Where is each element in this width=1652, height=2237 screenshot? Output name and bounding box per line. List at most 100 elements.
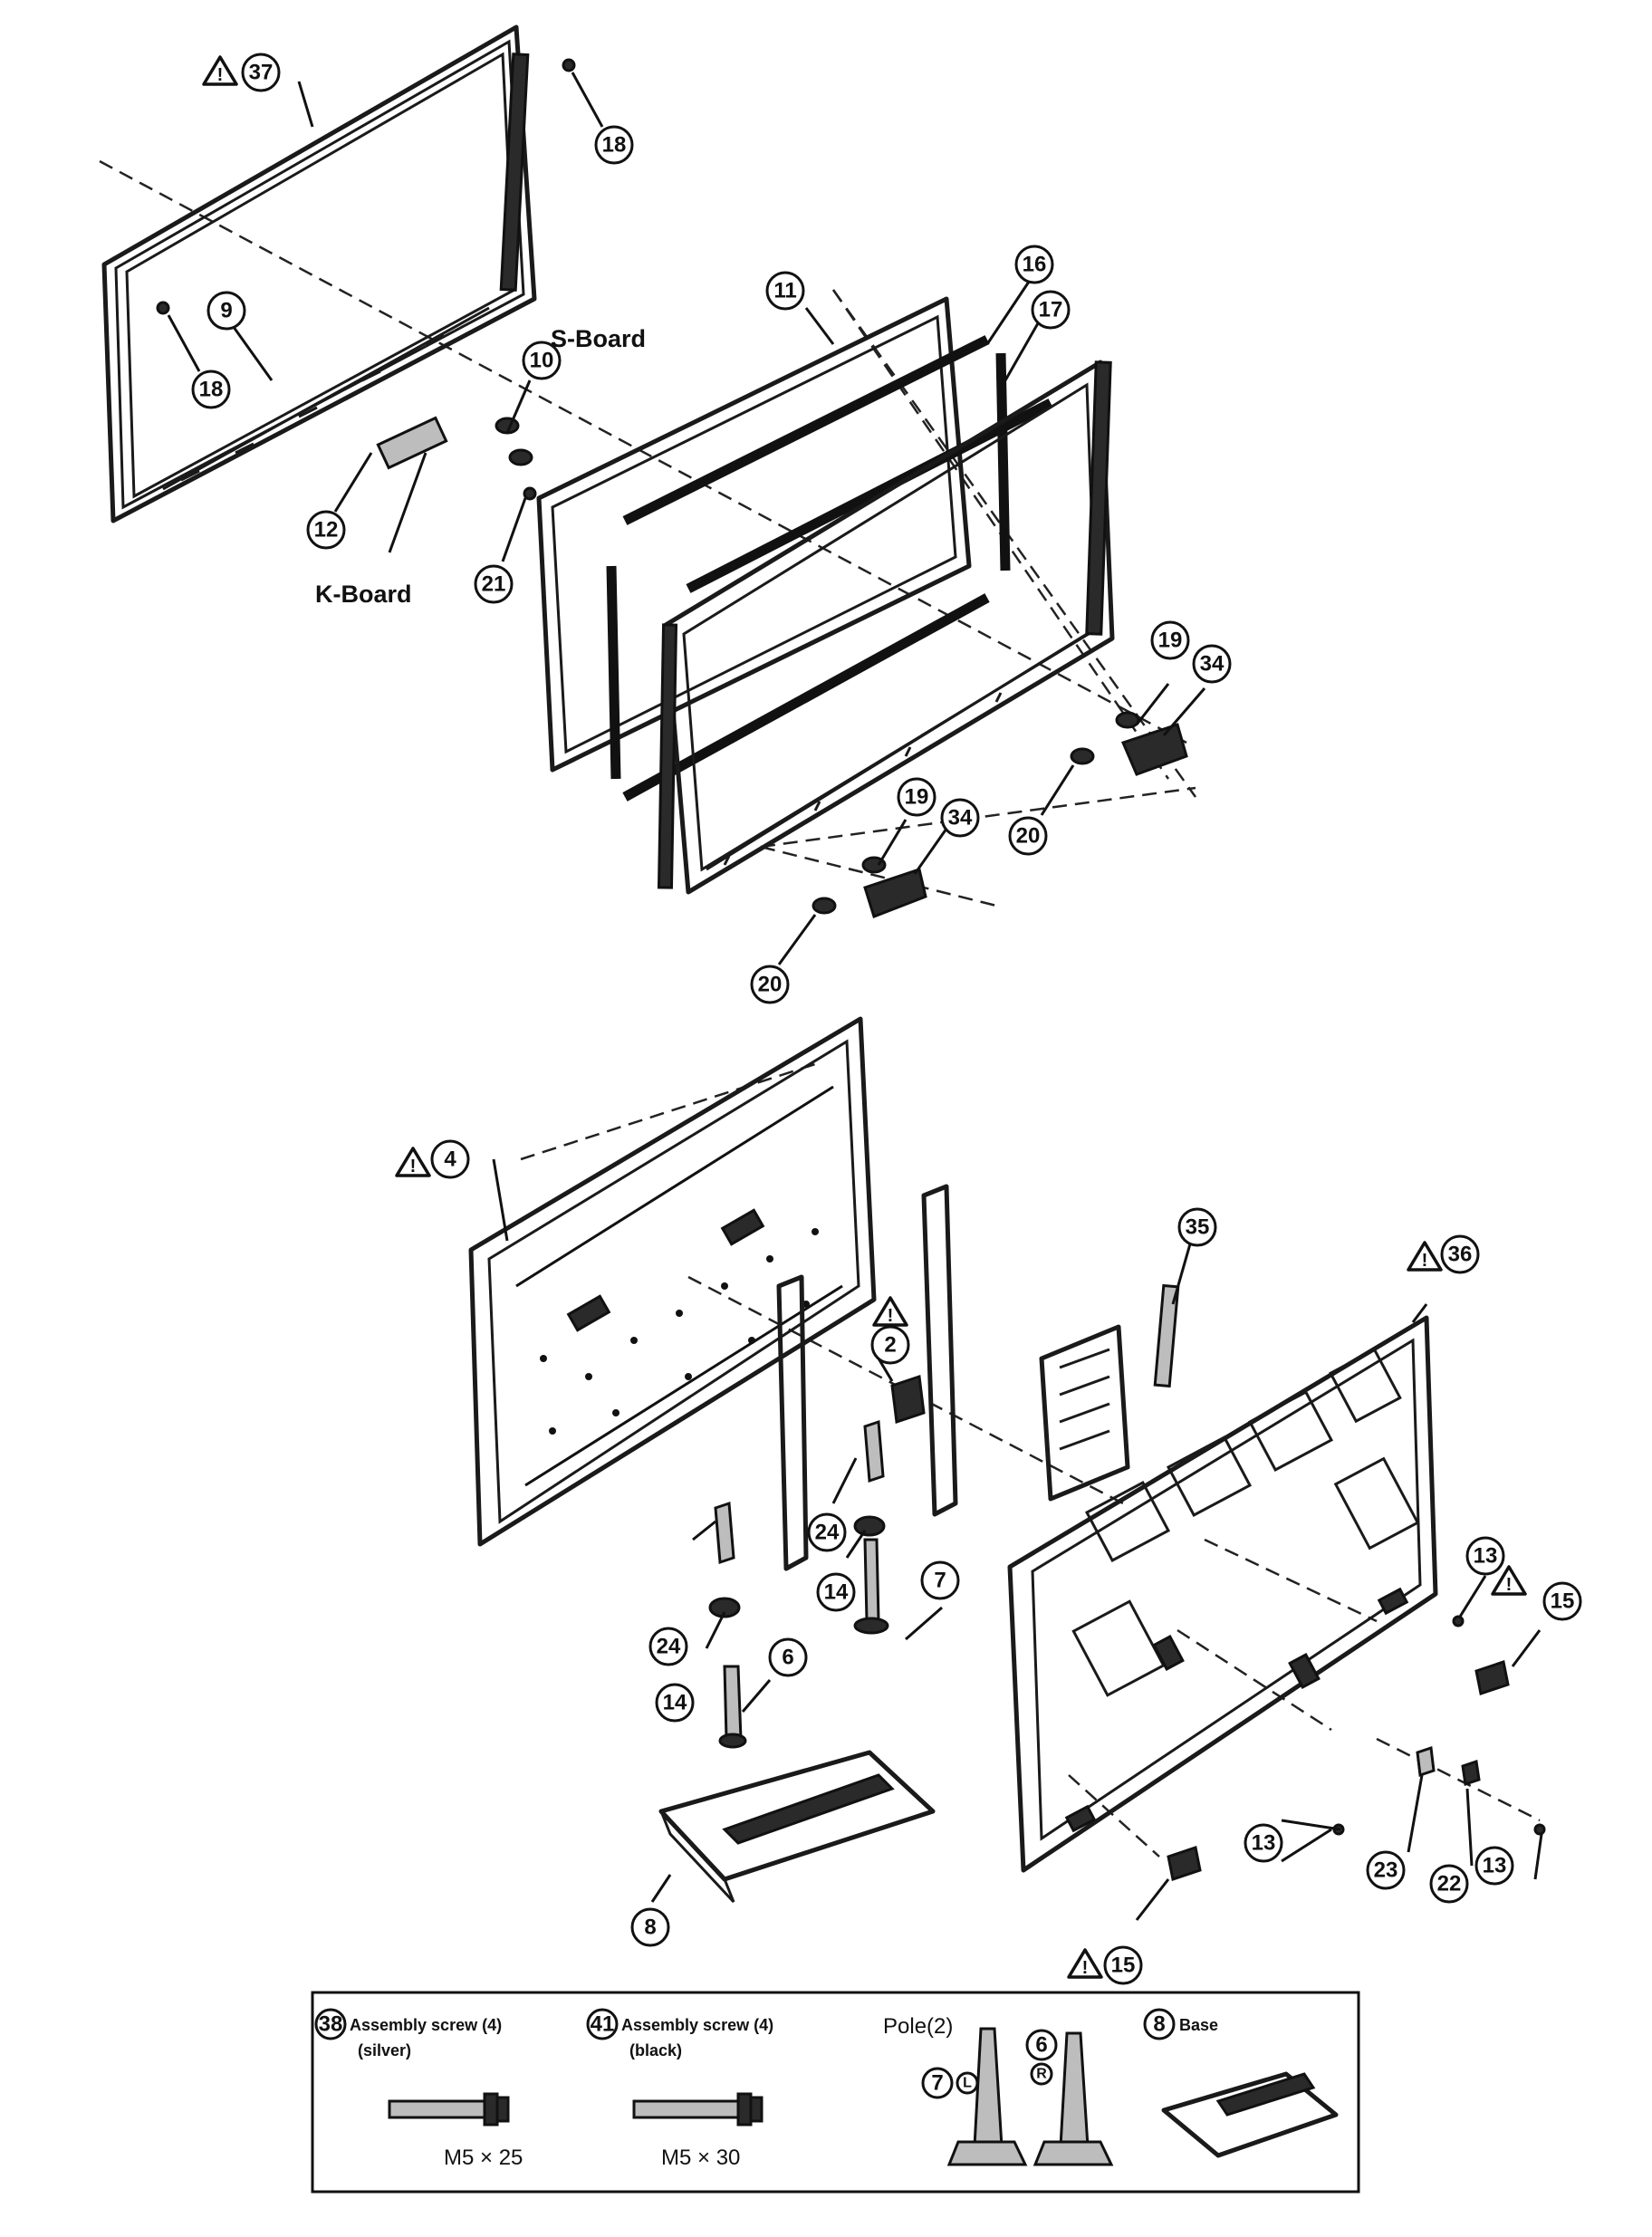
stand-brackets (708, 1184, 958, 1749)
svg-text:!: ! (1506, 1575, 1513, 1595)
callout-24: 24 (648, 1627, 688, 1666)
svg-text:13: 13 (1483, 1854, 1507, 1878)
callout-4: 4 (430, 1139, 470, 1179)
svg-text:38: 38 (319, 2012, 343, 2037)
callout-35: 35 (1177, 1207, 1217, 1247)
svg-text:12: 12 (314, 518, 339, 542)
callout-19: 19 (1150, 620, 1190, 660)
callout-21: 21 (474, 564, 514, 604)
callout-9: 9 (206, 291, 246, 331)
callout-36: 36 (1440, 1234, 1480, 1274)
s-board-label: S-Board (551, 325, 646, 352)
callout-13: 13 (1474, 1846, 1514, 1886)
warning-icon: ! (1067, 1948, 1103, 1979)
svg-text:19: 19 (1158, 629, 1183, 653)
warning-icon: ! (1407, 1241, 1443, 1272)
rear-cover (1007, 1315, 1438, 1873)
svg-text:13: 13 (1474, 1544, 1498, 1569)
pole-right-mark: R (1030, 2062, 1053, 2086)
callout-16: 16 (1014, 245, 1054, 284)
svg-text:13: 13 (1252, 1831, 1276, 1856)
gasket-strips (606, 335, 1053, 802)
callout-18: 18 (594, 125, 634, 165)
warning-triangles: ! ! ! ! ! ! (202, 55, 1527, 1979)
callout-38: 38 (314, 2008, 347, 2040)
callout-20: 20 (1008, 816, 1048, 856)
stand-base (658, 1750, 936, 1904)
bezel-small-parts (156, 58, 604, 562)
rear-small-parts (1135, 1575, 1546, 1921)
svg-text:!: ! (888, 1306, 894, 1326)
svg-text:19: 19 (905, 785, 929, 810)
svg-text:24: 24 (815, 1521, 840, 1545)
svg-text:16: 16 (1023, 253, 1047, 277)
svg-text:Base: Base (1179, 2016, 1218, 2034)
svg-text:18: 18 (199, 378, 224, 402)
callout-18: 18 (191, 370, 231, 409)
svg-text:15: 15 (1551, 1589, 1575, 1614)
callout-15: 15 (1542, 1581, 1582, 1621)
callout-37: 37 (241, 53, 281, 92)
svg-text:9: 9 (220, 299, 232, 323)
svg-text:Pole(2): Pole(2) (883, 2014, 953, 2039)
pole-left-mark: L (956, 2071, 979, 2095)
callout-6: 6 (768, 1637, 808, 1677)
callout-13: 13 (1465, 1536, 1505, 1576)
callout-2: 2 (870, 1325, 910, 1365)
callout-23: 23 (1366, 1850, 1406, 1890)
svg-text:34: 34 (1200, 652, 1225, 677)
svg-text:!: ! (217, 65, 224, 85)
svg-text:20: 20 (1016, 824, 1041, 849)
svg-text:34: 34 (948, 806, 973, 830)
svg-text:21: 21 (482, 572, 506, 597)
callout-20: 20 (750, 965, 790, 1004)
svg-text:(silver): (silver) (358, 2041, 411, 2059)
svg-text:22: 22 (1437, 1872, 1462, 1896)
callout-17: 17 (1031, 290, 1071, 330)
svg-text:10: 10 (530, 349, 554, 373)
leader-lines (297, 81, 1428, 1903)
plasma-panel (468, 1016, 877, 1547)
callout-15: 15 (1103, 1945, 1143, 1985)
callout-14: 14 (816, 1572, 856, 1612)
callout-8: 8 (1143, 2008, 1176, 2040)
callout-34: 34 (940, 798, 980, 838)
legend-screw-black: 41 Assembly screw (4) (black) M5 × 30 (586, 2008, 773, 2170)
front-bezel (101, 24, 537, 523)
legend-screw-silver: 38 Assembly screw (4) (silver) M5 × 25 (314, 2008, 523, 2170)
svg-text:Assembly screw (4): Assembly screw (4) (621, 2016, 773, 2034)
callout-14: 14 (655, 1683, 695, 1723)
callouts: 37 18 18 9 10 12 21 11 16 17 19 34 20 19… (191, 53, 1582, 1985)
callout-13: 13 (1244, 1823, 1283, 1863)
svg-text:6: 6 (782, 1646, 793, 1670)
callout-12: 12 (306, 510, 346, 550)
warning-icon: ! (872, 1296, 908, 1327)
glass-filter (536, 296, 972, 773)
legend-base: 8 Base (1143, 2008, 1339, 2158)
warning-icon: ! (1491, 1565, 1527, 1596)
svg-text:4: 4 (444, 1147, 456, 1172)
warning-icon: ! (395, 1147, 431, 1177)
svg-text:36: 36 (1448, 1243, 1473, 1267)
svg-text:7: 7 (931, 2071, 943, 2096)
svg-text:14: 14 (824, 1580, 849, 1605)
callout-8: 8 (630, 1907, 670, 1947)
callout-22: 22 (1429, 1864, 1469, 1904)
svg-text:18: 18 (602, 133, 627, 158)
callout-24: 24 (807, 1512, 847, 1552)
svg-text:M5 × 30: M5 × 30 (661, 2146, 740, 2170)
panel-frame (657, 360, 1115, 895)
svg-text:2: 2 (884, 1333, 896, 1358)
speaker-parts (777, 683, 1206, 965)
svg-text:L: L (963, 2076, 972, 2091)
svg-text:6: 6 (1035, 2033, 1047, 2058)
svg-text:35: 35 (1186, 1215, 1210, 1240)
svg-text:!: ! (410, 1157, 417, 1176)
svg-text:Assembly screw (4): Assembly screw (4) (350, 2016, 502, 2034)
callout-7: 7 (921, 2067, 954, 2099)
svg-text:!: ! (1422, 1251, 1428, 1271)
accessory-legend: 38 Assembly screw (4) (silver) M5 × 25 4… (311, 1991, 1360, 2194)
svg-text:24: 24 (657, 1635, 681, 1659)
svg-text:M5 × 25: M5 × 25 (444, 2146, 523, 2170)
